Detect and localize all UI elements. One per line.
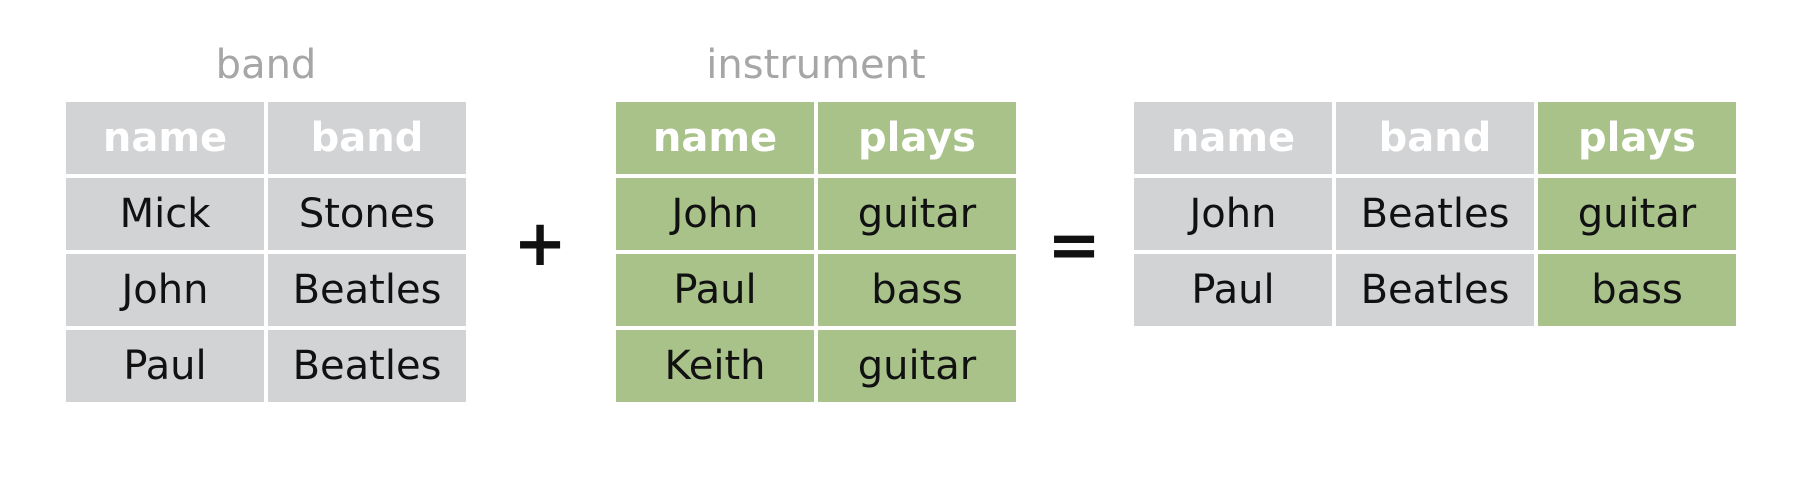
instrument-table-cell: guitar [818,178,1016,250]
instrument-table-title: instrument [706,42,926,88]
instrument-table: name plays John guitar Paul bass Keith g… [616,102,1016,402]
result-table-header-plays: plays [1538,102,1736,174]
instrument-table-cell: bass [818,254,1016,326]
band-table-cell: Stones [268,178,466,250]
equals-operator: = [1047,209,1101,283]
band-table-cell: Paul [66,330,264,402]
result-table-header-band: band [1336,102,1534,174]
band-table-cell: Beatles [268,330,466,402]
result-table-cell: bass [1538,254,1736,326]
band-table-cell: John [66,254,264,326]
result-table-cell: Beatles [1336,178,1534,250]
result-table-header-name: name [1134,102,1332,174]
instrument-table-header-name: name [616,102,814,174]
result-table-cell: Beatles [1336,254,1534,326]
band-table-header-name: name [66,102,264,174]
result-table-cell: Paul [1134,254,1332,326]
band-table-cell: Beatles [268,254,466,326]
band-table: name band Mick Stones John Beatles Paul … [66,102,466,402]
instrument-table-header-plays: plays [818,102,1016,174]
result-table-cell: John [1134,178,1332,250]
plus-operator: + [513,207,567,281]
instrument-table-cell: Keith [616,330,814,402]
band-table-header-band: band [268,102,466,174]
instrument-table-cell: John [616,178,814,250]
instrument-table-cell: Paul [616,254,814,326]
band-table-title: band [215,42,317,88]
result-table: name band plays John Beatles guitar Paul… [1134,102,1736,326]
instrument-table-cell: guitar [818,330,1016,402]
result-table-cell: guitar [1538,178,1736,250]
band-table-cell: Mick [66,178,264,250]
